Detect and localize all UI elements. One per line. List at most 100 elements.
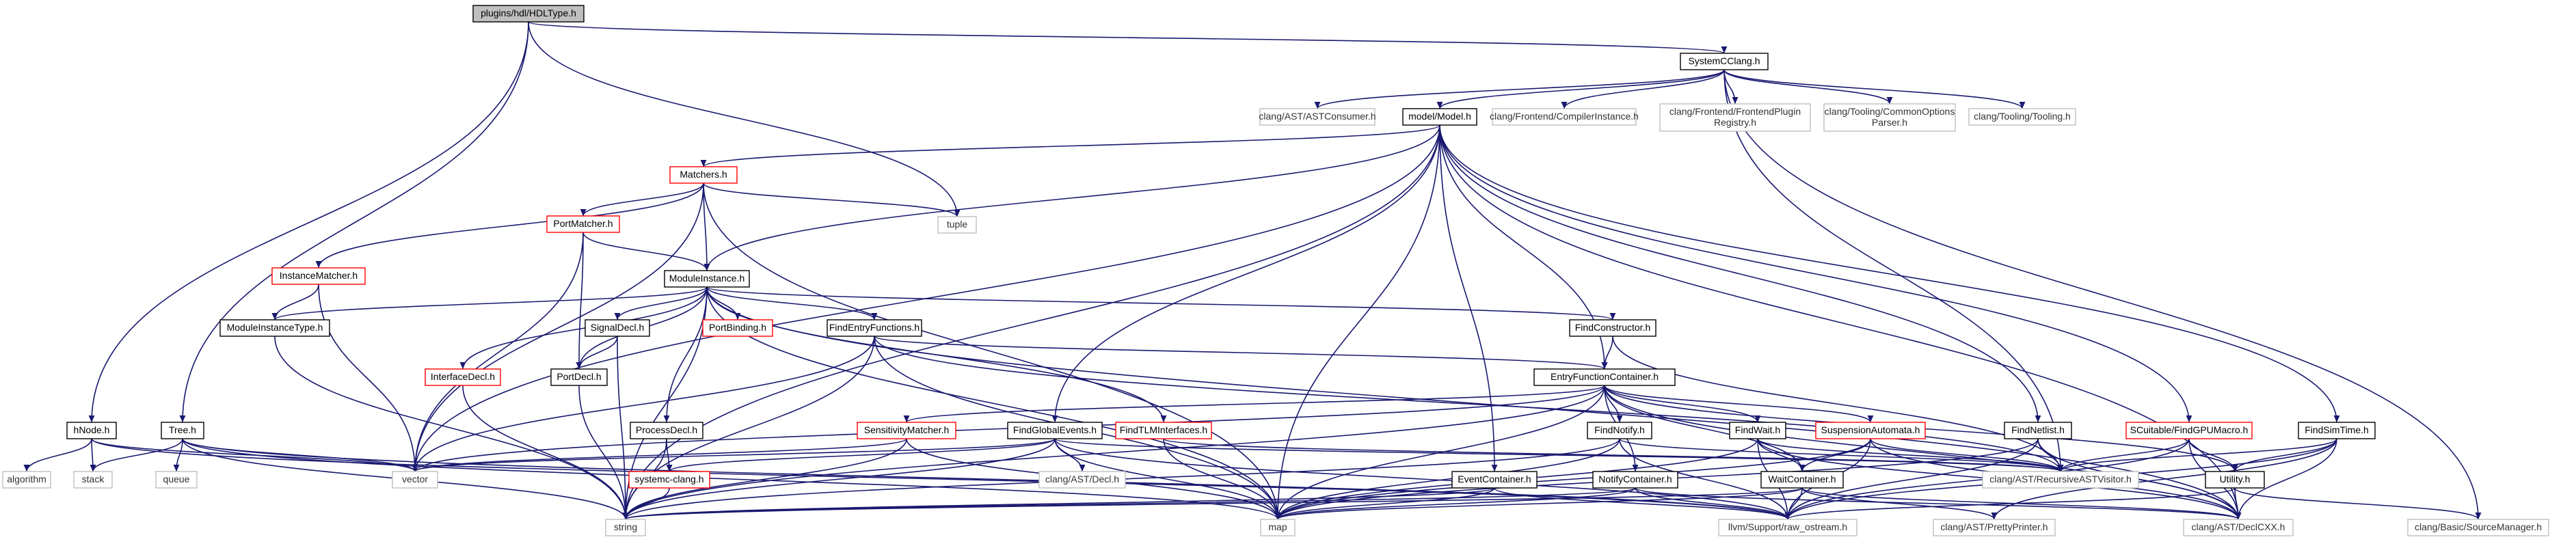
node-label: ModuleInstanceType.h (227, 322, 323, 333)
node-findtlminterfaces[interactable]: FindTLMInterfaces.h (1115, 422, 1212, 439)
node-findconstructor[interactable]: FindConstructor.h (1569, 319, 1656, 337)
node-box (73, 471, 113, 489)
edge-matchers-to-tuple (703, 182, 961, 217)
node-box (1569, 319, 1656, 337)
edge-systemcclang-to-commonoptions (1723, 69, 1893, 105)
node-label: FindSimTime.h (2305, 424, 2369, 435)
node-label: Registry.h (1714, 117, 1756, 128)
node-processdecl[interactable]: ProcessDecl.h (630, 422, 703, 439)
node-box (1815, 422, 1926, 439)
edge-hnode-to-algorithm (23, 438, 92, 472)
node-box (1760, 471, 1844, 489)
node-box (585, 319, 650, 337)
node-waitcontainer[interactable]: WaitContainer.h (1760, 471, 1844, 489)
node-label: map (1268, 521, 1287, 532)
edge-signaldecl-to-portdecl (576, 336, 618, 370)
edge-entryfunctioncontainer-to-string (622, 385, 1605, 520)
node-interfacedecl[interactable]: InterfaceDecl.h (425, 368, 501, 386)
node-label: clang/AST/ASTConsumer.h (1259, 111, 1376, 122)
node-box (1260, 519, 1296, 536)
edge-root-to-tree (179, 21, 529, 423)
node-eventcontainer[interactable]: EventContainer.h (1451, 471, 1538, 489)
edge-findnetlist-to-rawostream (1784, 438, 2039, 520)
node-portbinding[interactable]: PortBinding.h (702, 319, 773, 337)
node-matchers[interactable]: Matchers.h (669, 166, 738, 184)
node-findnotify[interactable]: FindNotify.h (1587, 422, 1652, 439)
node-moduleinstance[interactable]: ModuleInstance.h (664, 270, 750, 288)
node-tree[interactable]: Tree.h (161, 422, 204, 439)
node-portmatcher[interactable]: PortMatcher.h (546, 215, 620, 233)
edge-findsimtime-to-declcxx (2235, 438, 2337, 520)
edge-systemcclang-to-model (1436, 69, 1725, 109)
node-utility[interactable]: Utility.h (2205, 471, 2265, 489)
node-queue: queue (155, 471, 198, 489)
node-box (1259, 108, 1376, 126)
edge-findglobalevents-to-systemcclang2 (666, 438, 1056, 472)
node-moduleinstancetype[interactable]: ModuleInstanceType.h (219, 319, 330, 337)
node-sensitivitymatcher[interactable]: SensitivityMatcher.h (857, 422, 956, 439)
node-portdecl[interactable]: PortDecl.h (550, 368, 608, 386)
edge-matchers-to-portmatcher (580, 182, 704, 217)
node-notifycontainer[interactable]: NotifyContainer.h (1592, 471, 1678, 489)
edge-model-to-eventcontainer (1439, 124, 1498, 472)
node-suspensionautomata[interactable]: SuspensionAutomata.h (1815, 422, 1926, 439)
node-systemcclang[interactable]: SystemCClang.h (1680, 53, 1769, 70)
edge-waitcontainer-to-prettyprinter (1801, 487, 1998, 520)
edge-eventcontainer-to-map (1274, 487, 1495, 520)
node-label: FindConstructor.h (1575, 322, 1651, 333)
node-hnode[interactable]: hNode.h (66, 422, 117, 439)
edge-findglobalevents-to-map (1054, 438, 1281, 520)
node-label: string (614, 521, 637, 532)
edge-root-to-tuple (528, 21, 961, 217)
node-box (669, 166, 738, 184)
node-label: PortMatcher.h (553, 218, 613, 229)
node-instancematcher[interactable]: InstanceMatcher.h (271, 267, 366, 285)
edge-entryfunctioncontainer-to-suspensionautomata (1604, 385, 1874, 423)
node-box (2205, 471, 2265, 489)
edge-root-to-hnode (88, 21, 529, 423)
node-rawostream: llvm/Support/raw_ostream.h (1718, 519, 1857, 536)
node-box (271, 267, 366, 285)
node-systemcclang2[interactable]: systemc-clang.h (628, 471, 710, 489)
edge-sensitivitymatcher-to-vector (412, 438, 907, 472)
edge-moduleinstance-to-processdecl (663, 286, 708, 423)
node-scuitable[interactable]: SCuitable/FindGPUMacro.h (2125, 422, 2253, 439)
node-signaldecl[interactable]: SignalDecl.h (585, 319, 650, 337)
node-box (937, 216, 977, 234)
node-label: ModuleInstance.h (669, 273, 745, 284)
node-box (1533, 368, 1676, 386)
node-label: InterfaceDecl.h (431, 371, 495, 382)
edge-tree-to-queue (173, 438, 183, 472)
node-label: plugins/hdl/HDLType.h (481, 8, 576, 18)
edge-systemcclang-to-astconsumer (1314, 69, 1725, 109)
edge-findglobalevents-to-rawostream (1054, 438, 1791, 520)
node-label: NotifyContainer.h (1598, 474, 1672, 484)
node-findnetlist[interactable]: FindNetlist.h (2004, 422, 2072, 439)
edge-findnotify-to-rawostream (1619, 438, 1791, 520)
edge-systemcclang-to-tooling (1723, 69, 2026, 109)
edge-findentryfunctions-to-entryfunctioncontainer (874, 336, 1608, 370)
node-findglobalevents[interactable]: FindGlobalEvents.h (1007, 422, 1103, 439)
edge-eventcontainer-to-rawostream (1494, 487, 1791, 520)
edge-findentryfunctions-to-vector (412, 336, 875, 472)
node-findwait[interactable]: FindWait.h (1729, 422, 1786, 439)
node-root[interactable]: plugins/hdl/HDLType.h (472, 5, 585, 23)
dependency-edges (23, 21, 2482, 520)
node-label: clang/Frontend/FrontendPlugin (1669, 106, 1801, 117)
edge-tree-to-stack (90, 438, 183, 472)
node-label: ProcessDecl.h (636, 424, 697, 435)
node-astdecl: clang/AST/Decl.h (1038, 471, 1126, 489)
node-findentryfunctions[interactable]: FindEntryFunctions.h (827, 319, 922, 337)
node-recursiveastvisitor: clang/AST/RecursiveASTVisitor.h (1982, 471, 2139, 489)
edge-utility-to-rawostream (1784, 487, 2236, 520)
node-entryfunctioncontainer[interactable]: EntryFunctionContainer.h (1533, 368, 1676, 386)
edge-notifycontainer-to-rawostream (1635, 487, 1791, 520)
node-label: Utility.h (2220, 474, 2251, 484)
node-box (1680, 53, 1769, 70)
node-findsimtime[interactable]: FindSimTime.h (2298, 422, 2376, 439)
node-label: FindNetlist.h (2011, 424, 2065, 435)
node-box (425, 368, 501, 386)
node-model[interactable]: model/Model.h (1402, 108, 1477, 126)
